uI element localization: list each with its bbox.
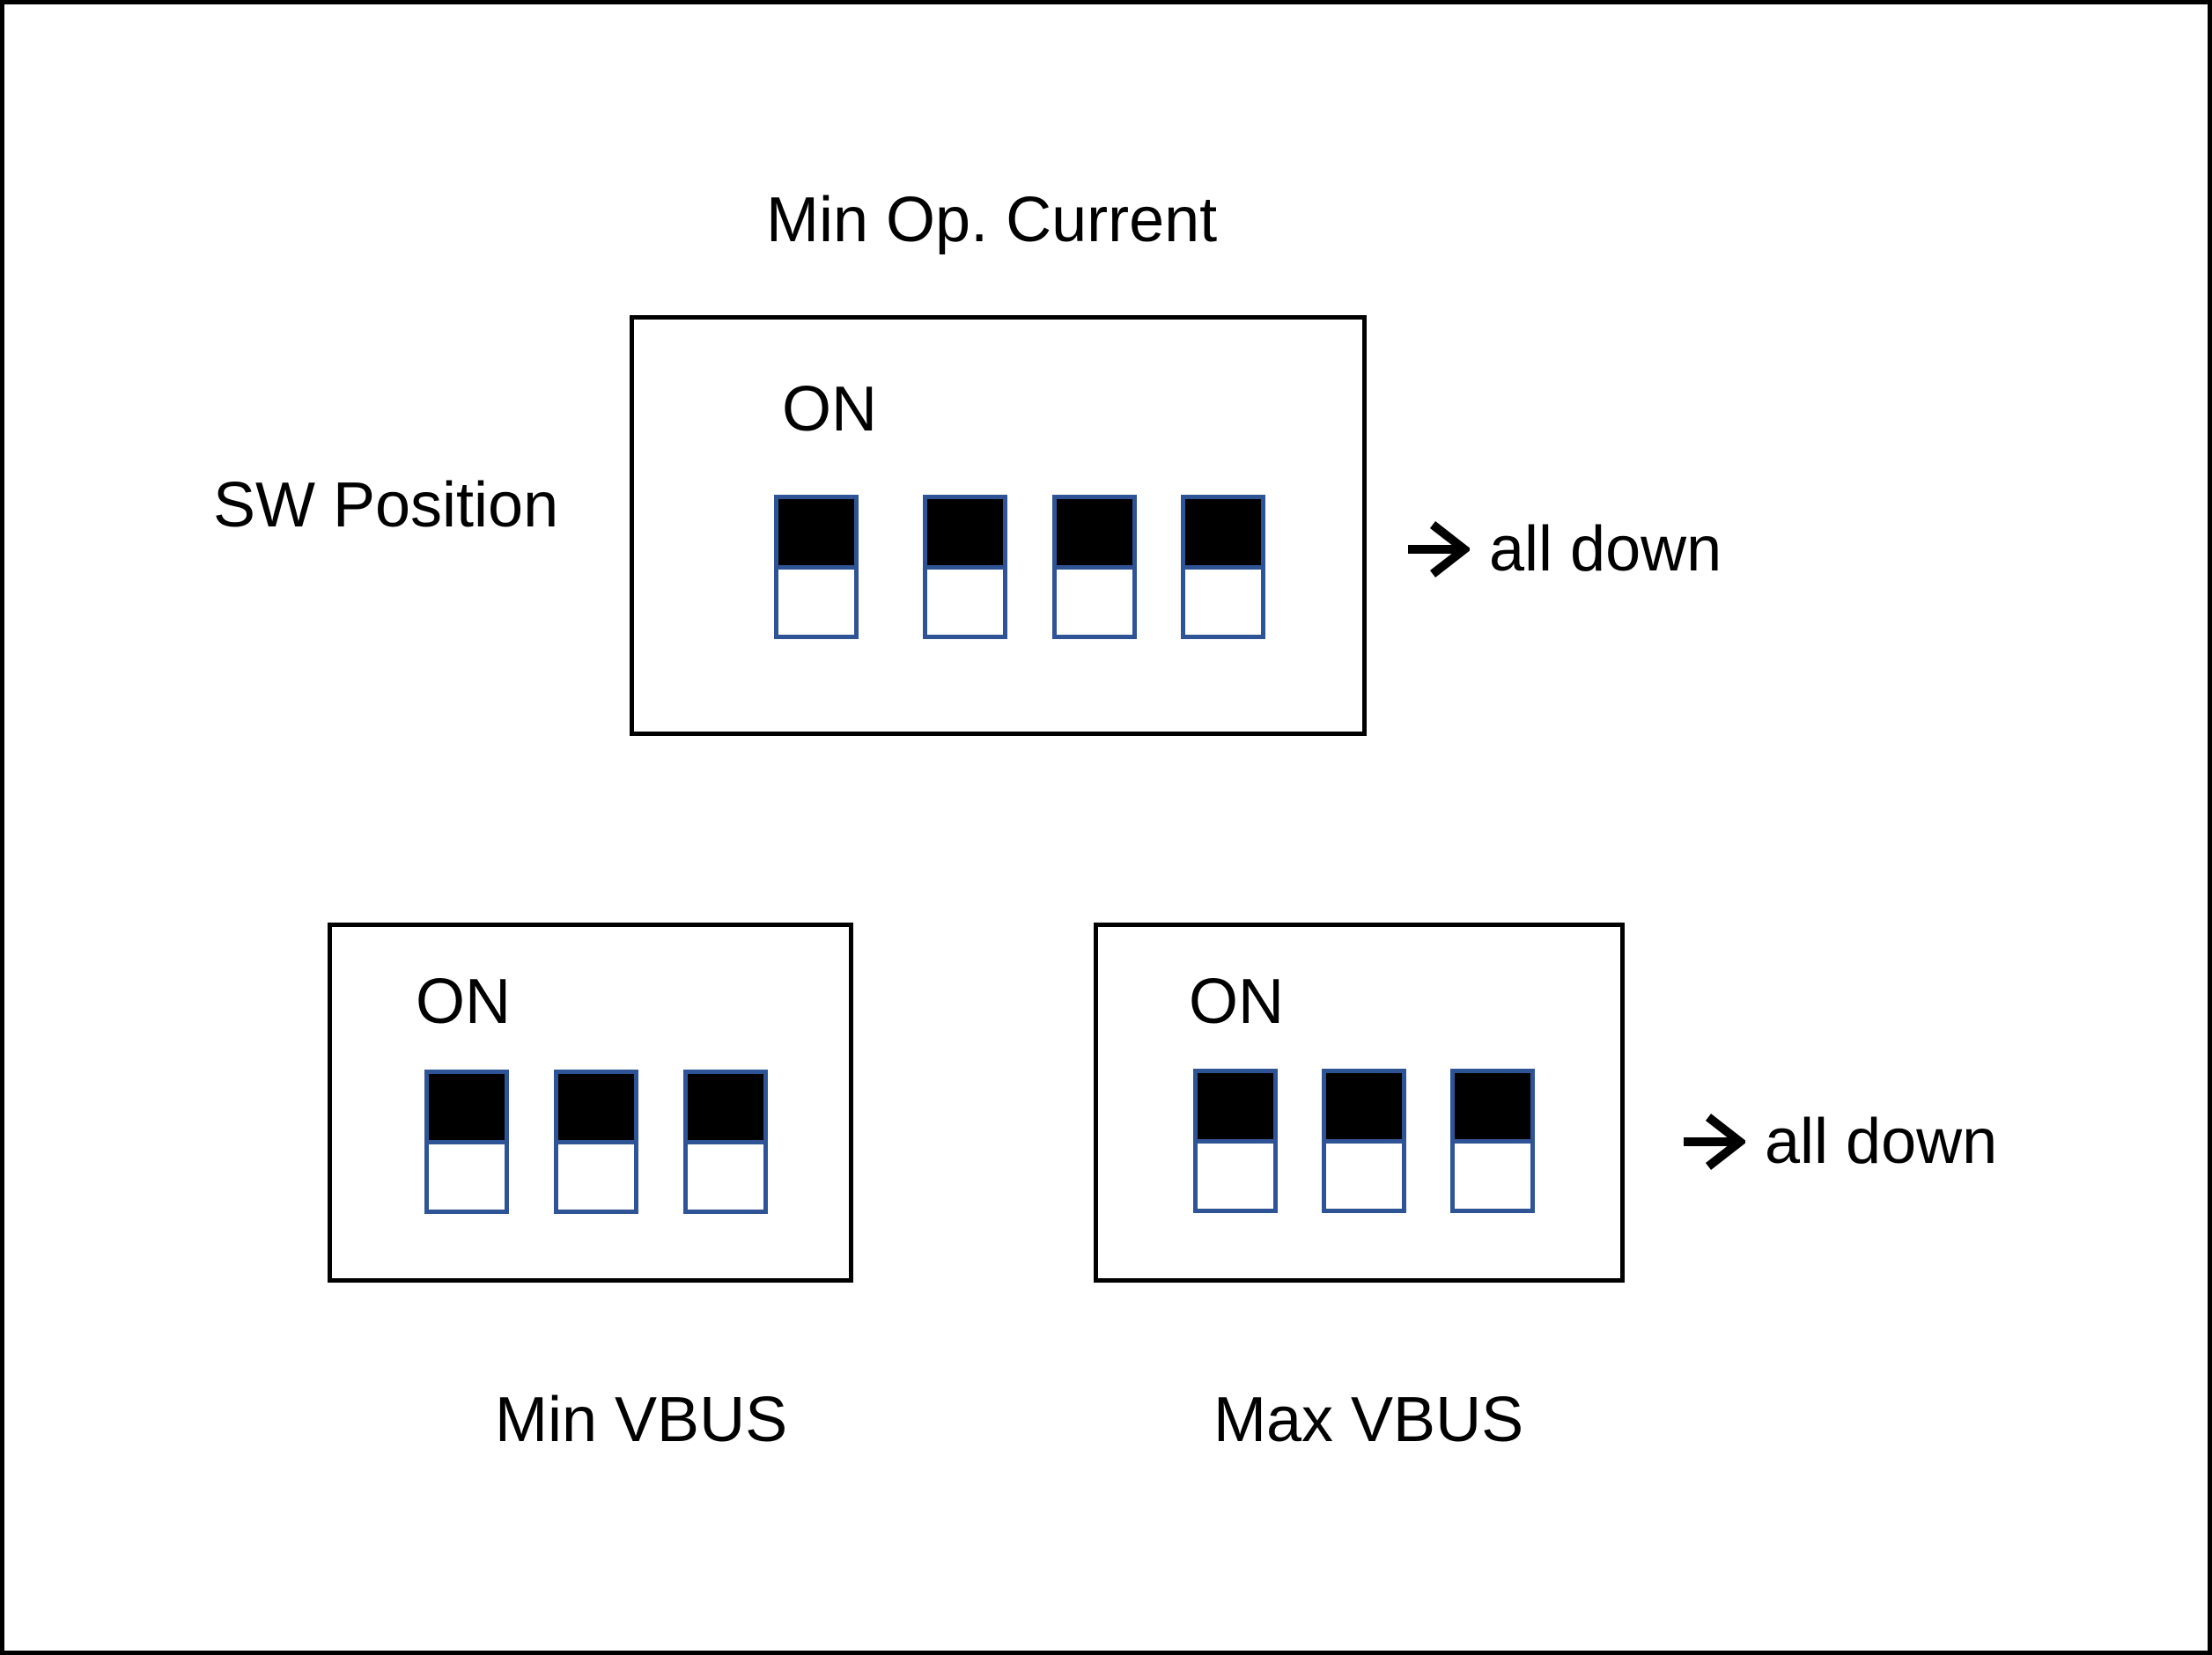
right-arrow-icon — [1684, 1114, 1745, 1170]
switch-lower-half — [1185, 564, 1261, 635]
dip-switch — [683, 1070, 768, 1214]
annotation-all-down-top: all down — [1408, 518, 1722, 581]
switch-upper-half — [778, 499, 854, 565]
dip-switch-box-max-vbus: ON — [1094, 923, 1625, 1283]
annotation-text: all down — [1489, 514, 1722, 585]
switch-upper-half — [1057, 499, 1132, 565]
switch-lower-half — [429, 1139, 505, 1210]
switch-upper-half — [1185, 499, 1261, 565]
annotation-text: all down — [1765, 1107, 1998, 1177]
right-arrow-icon — [1408, 521, 1470, 577]
switch-lower-half — [927, 564, 1003, 635]
dip-switch-box-min-op-current: ON — [630, 315, 1367, 736]
dip-switch — [1193, 1069, 1278, 1213]
dip-switch-box-min-vbus: ON — [328, 923, 853, 1283]
dip-switch — [1181, 495, 1265, 639]
switch-upper-half — [1326, 1073, 1402, 1139]
dip-switch — [1450, 1069, 1535, 1213]
switch-upper-half — [688, 1074, 763, 1140]
label-min-op-current: Min Op. Current — [766, 185, 1218, 255]
switch-lower-half — [1326, 1138, 1402, 1209]
dip-switch — [1052, 495, 1137, 639]
dip-switch — [923, 495, 1007, 639]
switch-lower-half — [1057, 564, 1132, 635]
dip-switch — [424, 1070, 509, 1214]
on-label: ON — [782, 374, 877, 445]
switch-upper-half — [1455, 1073, 1530, 1139]
on-label: ON — [1189, 967, 1284, 1037]
dip-switch — [554, 1070, 638, 1214]
dip-switch — [1322, 1069, 1406, 1213]
switch-lower-half — [1198, 1138, 1273, 1209]
label-max-vbus: Max VBUS — [1213, 1385, 1524, 1455]
switch-upper-half — [927, 499, 1003, 565]
switch-upper-half — [1198, 1073, 1273, 1139]
switch-lower-half — [778, 564, 854, 635]
switch-row-min-vbus — [424, 1070, 768, 1214]
dip-switch — [774, 495, 859, 639]
switch-lower-half — [1455, 1138, 1530, 1209]
switch-row-max-vbus — [1193, 1069, 1535, 1213]
switch-upper-half — [429, 1074, 505, 1140]
label-sw-position: SW Position — [213, 470, 559, 541]
on-label: ON — [416, 967, 511, 1037]
switch-lower-half — [558, 1139, 634, 1210]
switch-upper-half — [558, 1074, 634, 1140]
label-min-vbus: Min VBUS — [495, 1385, 788, 1455]
switch-lower-half — [688, 1139, 763, 1210]
annotation-all-down-bottom: all down — [1684, 1110, 1997, 1173]
switch-row-min-op-current — [774, 495, 1265, 639]
